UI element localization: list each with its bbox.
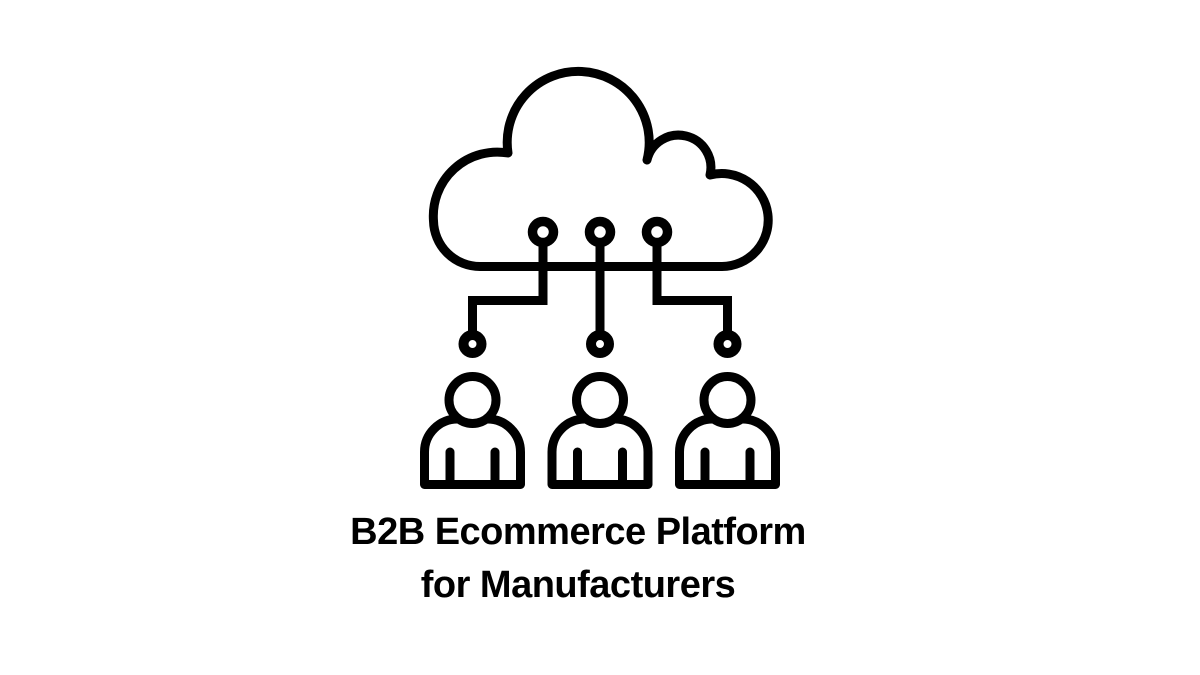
caption-line-1: B2B Ecommerce Platform — [350, 511, 806, 553]
caption-line-2: for Manufacturers — [420, 564, 736, 606]
connector-line-left — [468, 232, 548, 344]
user-icon-middle — [547, 372, 653, 489]
user-body — [675, 414, 780, 489]
user-head — [444, 372, 501, 428]
user-icon-right — [675, 372, 780, 489]
connector-line-right — [652, 232, 732, 344]
cloud-icon — [428, 67, 773, 271]
user-head — [699, 372, 756, 428]
cloud-port-icon — [584, 216, 616, 248]
endpoint-node-icon — [586, 330, 614, 358]
user-body — [420, 414, 525, 489]
endpoint-node-icon — [458, 330, 487, 358]
user-head — [572, 372, 628, 428]
cloud-port-icon — [641, 216, 673, 248]
user-arms — [445, 447, 500, 489]
cloud-port-icon — [527, 216, 559, 248]
cloud-outline — [428, 67, 773, 271]
user-body — [547, 414, 653, 489]
connector-lines — [458, 216, 742, 358]
user-arms — [700, 447, 755, 489]
endpoint-node-icon — [713, 330, 742, 358]
caption: B2B Ecommerce Platform for Manufacturers — [0, 506, 1156, 612]
user-icon-left — [420, 372, 525, 489]
user-arms — [573, 447, 627, 489]
